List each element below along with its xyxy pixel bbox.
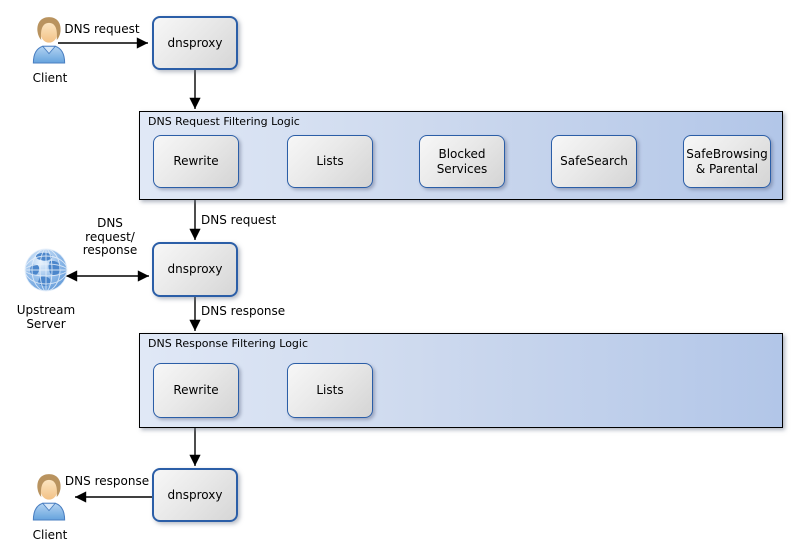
dnsproxy-node-bottom: dnsproxy	[152, 468, 238, 522]
client-icon	[28, 14, 70, 68]
dnsproxy-label: dnsproxy	[167, 487, 223, 502]
filter-box-label: SafeBrowsing & Parental	[686, 147, 768, 176]
client-label: Client	[32, 71, 68, 85]
filter-box-safesearch: SafeSearch	[551, 135, 637, 188]
upstream-label-line2: Server	[26, 316, 66, 331]
filter-box-label: Lists	[316, 383, 344, 398]
response-filtering-title: DNS Response Filtering Logic	[148, 337, 309, 350]
client-icon-bottom	[28, 471, 70, 525]
upstream-edge-line2: request/	[85, 229, 135, 244]
dnsproxy-node-mid: dnsproxy	[152, 242, 238, 297]
filter-box-rewrite: Rewrite	[153, 135, 239, 188]
dnsproxy-label: dnsproxy	[167, 35, 223, 50]
edge-label-upstream: DNS request/ response	[79, 216, 141, 258]
upstream-label-line1: Upstream	[16, 303, 76, 317]
request-filtering-title: DNS Request Filtering Logic	[148, 115, 300, 128]
filter-box-label: Rewrite	[173, 383, 219, 398]
upstream-edge-line3: response	[82, 243, 138, 257]
edge-label-dns-response-mid: DNS response	[201, 304, 286, 318]
filter-box-label: Rewrite	[173, 154, 219, 169]
response-filtering-container: DNS Response Filtering Logic Rewrite Lis…	[139, 333, 783, 428]
globe-icon	[22, 247, 70, 299]
upstream-server-label: Upstream Server	[11, 303, 81, 331]
filter-box-rewrite-response: Rewrite	[153, 363, 239, 418]
upstream-edge-line1: DNS	[97, 216, 123, 230]
filter-box-lists: Lists	[287, 135, 373, 188]
edge-label-dns-request-top: DNS request	[64, 22, 140, 36]
dnsproxy-node-top: dnsproxy	[152, 16, 238, 70]
filter-box-label: SafeSearch	[560, 154, 628, 169]
filter-box-blocked-services: Blocked Services	[419, 135, 505, 188]
filter-box-safebrowsing: SafeBrowsing & Parental	[683, 135, 771, 188]
client-label-bottom: Client	[32, 528, 68, 542]
request-filtering-container: DNS Request Filtering Logic Rewrite List…	[139, 111, 783, 200]
dnsproxy-label: dnsproxy	[167, 262, 223, 277]
filter-box-label: Blocked Services	[436, 147, 488, 176]
filter-box-lists-response: Lists	[287, 363, 373, 418]
edge-label-dns-response-bottom: DNS response	[64, 474, 150, 488]
edge-label-dns-request-mid: DNS request	[201, 213, 277, 227]
filter-box-label: Lists	[316, 154, 344, 169]
